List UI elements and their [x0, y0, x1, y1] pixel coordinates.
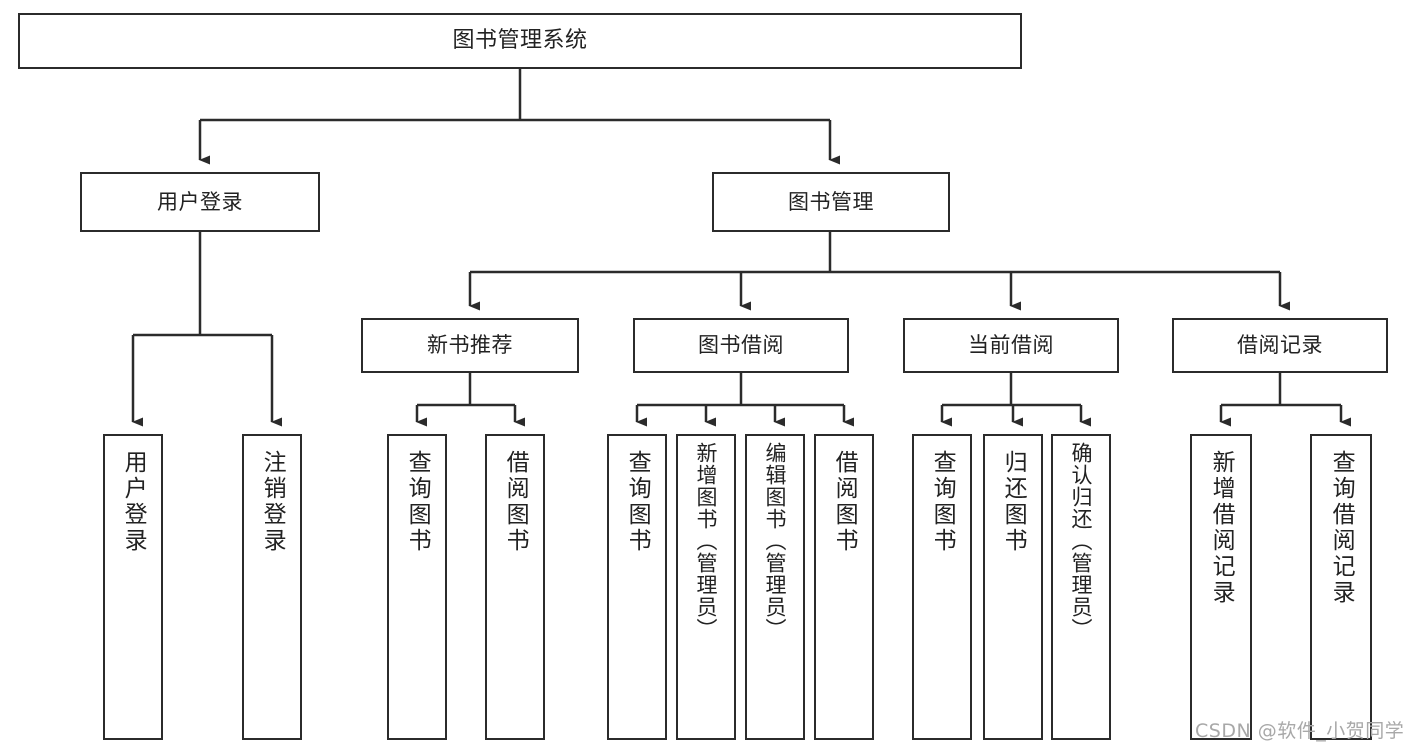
- node-leaf-borrow-book-label: 借阅图书: [831, 450, 858, 554]
- node-leaf-query-book-borrow-label: 查询图书: [624, 450, 651, 554]
- node-user-login[interactable]: 用户登录: [80, 172, 320, 232]
- node-borrow-record[interactable]: 借阅记录: [1172, 318, 1388, 373]
- csdn-watermark: CSDN @软件_小贺同学: [1195, 720, 1405, 742]
- node-leaf-edit-book-label: 编辑图书（管理员）: [763, 442, 788, 640]
- node-leaf-query-book-cur-label: 查询图书: [929, 450, 956, 554]
- node-new-book-rec[interactable]: 新书推荐: [361, 318, 579, 373]
- node-leaf-add-record[interactable]: 新增借阅记录: [1190, 434, 1252, 740]
- node-leaf-add-book[interactable]: 新增图书（管理员）: [676, 434, 736, 740]
- node-leaf-confirm-return-label: 确认归还（管理员）: [1069, 442, 1094, 640]
- node-leaf-query-book-borrow[interactable]: 查询图书: [607, 434, 667, 740]
- node-root-label: 图书管理系统: [452, 28, 588, 54]
- node-leaf-query-record[interactable]: 查询借阅记录: [1310, 434, 1372, 740]
- node-book-borrow[interactable]: 图书借阅: [633, 318, 849, 373]
- node-leaf-user-login-label: 用户登录: [120, 450, 147, 554]
- node-leaf-add-record-label: 新增借阅记录: [1208, 450, 1235, 606]
- node-book-manage-label: 图书管理: [788, 189, 874, 214]
- node-new-book-rec-label: 新书推荐: [427, 333, 513, 358]
- node-leaf-add-book-label: 新增图书（管理员）: [694, 442, 719, 640]
- node-leaf-user-logout-label: 注销登录: [259, 450, 286, 554]
- node-leaf-query-book-rec-label: 查询图书: [404, 450, 431, 554]
- node-user-login-label: 用户登录: [157, 189, 243, 214]
- node-leaf-edit-book[interactable]: 编辑图书（管理员）: [745, 434, 805, 740]
- node-leaf-borrow-book-rec-label: 借阅图书: [502, 450, 529, 554]
- node-book-borrow-label: 图书借阅: [698, 333, 784, 358]
- node-leaf-query-book-cur[interactable]: 查询图书: [912, 434, 972, 740]
- node-leaf-user-login[interactable]: 用户登录: [103, 434, 163, 740]
- node-leaf-borrow-book-rec[interactable]: 借阅图书: [485, 434, 545, 740]
- node-leaf-user-logout[interactable]: 注销登录: [242, 434, 302, 740]
- node-borrow-record-label: 借阅记录: [1237, 333, 1323, 358]
- node-book-manage[interactable]: 图书管理: [712, 172, 950, 232]
- node-current-borrow-label: 当前借阅: [968, 333, 1054, 358]
- node-leaf-borrow-book[interactable]: 借阅图书: [814, 434, 874, 740]
- node-leaf-query-record-label: 查询借阅记录: [1328, 450, 1355, 606]
- node-current-borrow[interactable]: 当前借阅: [903, 318, 1119, 373]
- node-leaf-return-book[interactable]: 归还图书: [983, 434, 1043, 740]
- node-leaf-query-book-rec[interactable]: 查询图书: [387, 434, 447, 740]
- node-root[interactable]: 图书管理系统: [18, 13, 1022, 69]
- node-leaf-confirm-return[interactable]: 确认归还（管理员）: [1051, 434, 1111, 740]
- node-leaf-return-book-label: 归还图书: [1000, 450, 1027, 554]
